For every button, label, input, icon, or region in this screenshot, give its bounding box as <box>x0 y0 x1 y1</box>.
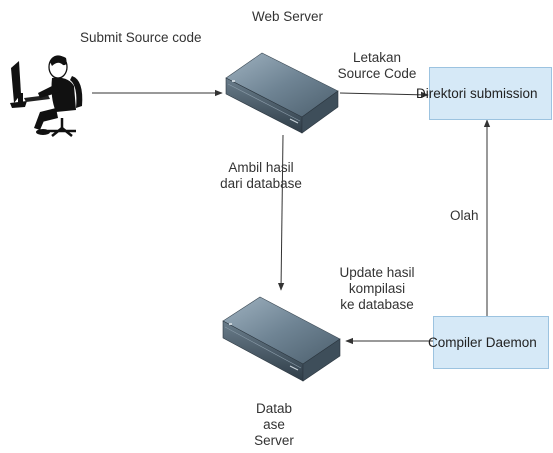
update-result-label: Update hasil kompilasi ke database <box>324 265 430 313</box>
submit-source-code-label: Submit Source code <box>80 30 202 45</box>
store-source-code-line-1: Letakan <box>352 50 402 65</box>
fetch-result-line-2: dari database <box>220 176 302 191</box>
submission-directory-box: Direktori submission <box>416 67 552 120</box>
fetch-result-label: Ambil hasil dari database <box>212 160 310 192</box>
database-server-label-line-1: Datab <box>255 401 293 416</box>
update-result-line-2: kompilasi <box>348 281 406 296</box>
fetch-result-line-1: Ambil hasil <box>228 160 294 175</box>
compiler-daemon-label: Compiler Daemon <box>428 335 537 350</box>
web-server-label: Web Server <box>252 9 324 24</box>
store-arrow <box>339 91 429 99</box>
store-source-code-line-2: Source Code <box>337 66 417 81</box>
store-source-code-label: Letakan Source Code <box>329 50 425 82</box>
database-server-label-line-3: Server <box>254 433 294 448</box>
fetch-arrow <box>277 134 285 291</box>
database-server-icon <box>222 296 341 382</box>
process-label: Olah <box>450 208 479 223</box>
update-result-line-3: ke database <box>340 297 414 312</box>
database-server-label-line-2: ase <box>263 417 285 432</box>
update-result-line-1: Update hasil <box>339 265 415 280</box>
user-at-computer-icon <box>10 55 83 137</box>
submission-directory-label: Direktori submission <box>416 86 538 101</box>
web-server-icon <box>225 52 339 134</box>
database-server-label: Datab ase Server <box>244 401 304 449</box>
compiler-daemon-box: Compiler Daemon <box>428 316 549 369</box>
